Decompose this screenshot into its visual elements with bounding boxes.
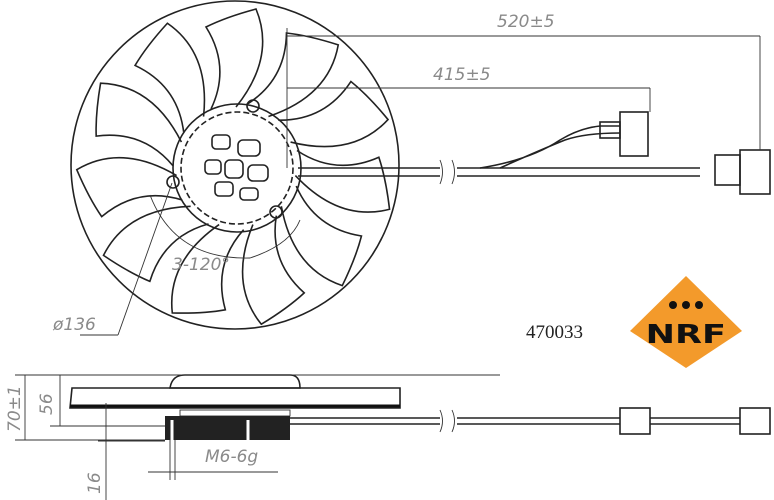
fan-blade: [280, 185, 363, 287]
fan-blade: [204, 8, 264, 110]
fan-blade: [133, 22, 206, 132]
nrf-logo: NRF: [630, 276, 742, 368]
fan-side-view: [69, 374, 771, 440]
fan-blade: [102, 205, 209, 283]
fan-blades: [75, 8, 391, 326]
cable-top-view: [298, 111, 771, 195]
mount-studs: [166, 99, 283, 219]
motor-body: [165, 416, 290, 440]
part-number: 470033: [526, 322, 583, 343]
dim-mount-angle: 3-120°: [172, 255, 230, 275]
dim-cable-long: 520±5: [497, 12, 555, 32]
fan-shroud-ring: [70, 0, 400, 330]
dimension-lines-top: [80, 28, 761, 336]
connector-short: [619, 111, 649, 157]
dim-thread: M6-6g: [205, 447, 258, 467]
hub-rim: [180, 111, 294, 225]
dimension-lines-side: [15, 374, 500, 500]
fan-blade: [278, 80, 390, 148]
fan-blade: [245, 32, 340, 118]
fan-blade: [95, 82, 183, 167]
connector-long-boot: [714, 154, 741, 186]
connector-long: [739, 149, 771, 195]
logo-text: NRF: [646, 319, 726, 349]
dim-diameter: ø136: [52, 315, 96, 335]
connector-short-boot: [599, 121, 621, 139]
dim-stud-length: 16: [85, 472, 105, 494]
hub-details: [204, 134, 269, 201]
fan-blade: [170, 223, 245, 314]
dim-total-height: 70±1: [5, 385, 25, 432]
dim-cable-short: 415±5: [433, 65, 491, 85]
fan-blade: [241, 215, 306, 326]
dim-fan-height: 56: [37, 393, 57, 415]
logo-diamond: [630, 276, 742, 368]
fan-top-view: [70, 0, 400, 330]
fan-blade: [75, 156, 183, 218]
fan-blade: [294, 149, 391, 213]
